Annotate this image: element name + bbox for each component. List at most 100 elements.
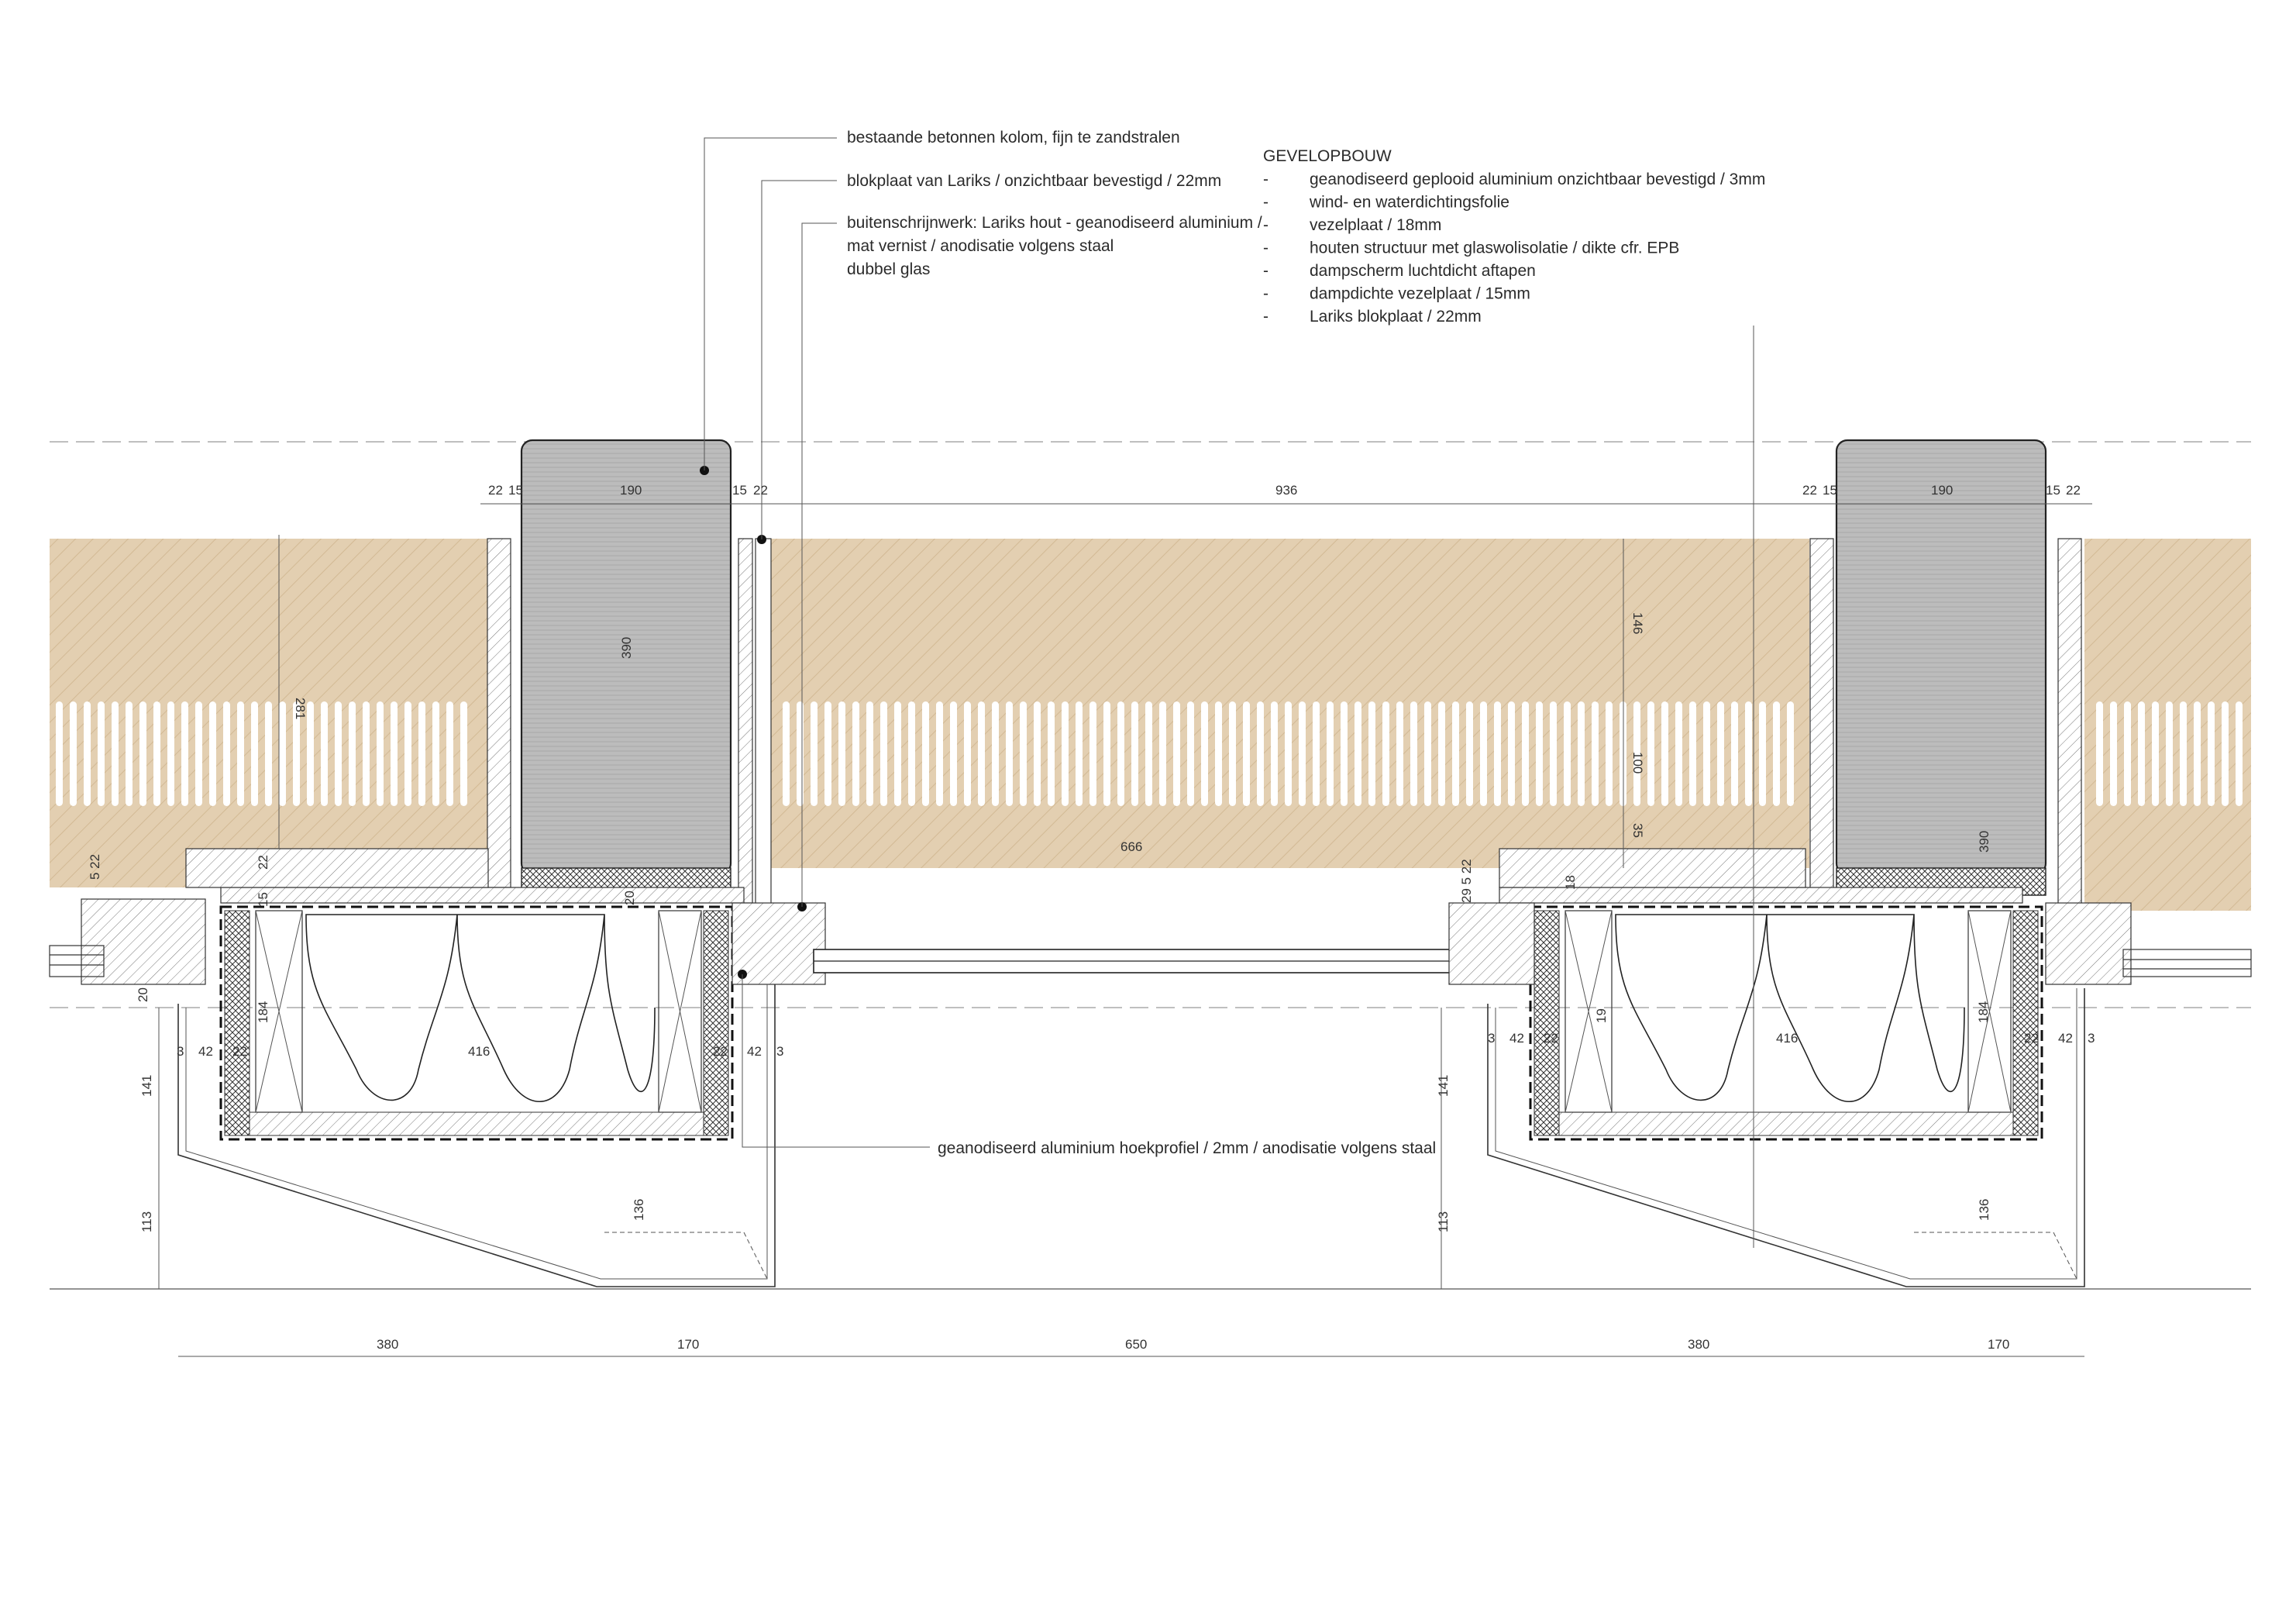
corner-profile-note: geanodiseerd aluminium hoekprofiel / 2mm… (938, 1139, 1436, 1157)
insulation-slot (1020, 701, 1027, 806)
insulation-slot (1550, 701, 1557, 806)
dim-42-c: 42 (1509, 1031, 1524, 1046)
insulation-slot (1187, 701, 1194, 806)
insulation-slot (1159, 701, 1166, 806)
insulation-slot (1703, 701, 1710, 806)
dimension-text: 22 15 190 15 22 936 22 15 190 15 22 390 … (88, 483, 2095, 1352)
insulation-slot (195, 701, 202, 806)
facade-layer-5: dampscherm luchtdicht aftapen (1310, 262, 1536, 280)
dim-22-d: 22 (2024, 1031, 2039, 1046)
dim-380-left: 380 (377, 1337, 398, 1352)
insulation-slot (894, 701, 901, 806)
insulation-slot (1076, 701, 1083, 806)
facade-layer-3: vezelplaat / 18mm (1310, 216, 1441, 234)
insulation-slot (1647, 701, 1654, 806)
insulation-slot (1759, 701, 1766, 806)
insulation-slot (2096, 701, 2103, 806)
insulation-slot (321, 701, 328, 806)
facade-buildup: GEVELOPBOUW -geanodiseerd geplooid alumi… (1263, 147, 1765, 326)
insulation-slot (418, 701, 425, 806)
dim-136-right: 136 (1977, 1199, 1991, 1221)
facade-layer-4: houten structuur met glaswolisolatie / d… (1310, 239, 1679, 257)
insulation-slot (237, 701, 244, 806)
insulation-slot (432, 701, 439, 806)
insulation-slot (824, 701, 831, 806)
insulation-slot (1313, 701, 1320, 806)
insulation-slot (1382, 701, 1389, 806)
facade-layer-bullet: - (1263, 194, 1268, 212)
insulation-slot (1327, 701, 1334, 806)
insulation-slot (1661, 701, 1668, 806)
dim-35: 35 (1630, 823, 1645, 838)
insulation-slot (1299, 701, 1306, 806)
facade-layer-bullet: - (1263, 262, 1268, 280)
insulation-slot (2194, 701, 2201, 806)
dim-3-c: 3 (1488, 1031, 1495, 1046)
insulation-slot (70, 701, 77, 806)
facade-layer-1: geanodiseerd geplooid aluminium onzichtb… (1310, 171, 1765, 188)
dim-190-left: 190 (620, 483, 642, 498)
insulation-slot (1103, 701, 1110, 806)
insulation-slot (404, 701, 411, 806)
insulation-slot (1438, 701, 1445, 806)
leader-lines (704, 137, 1754, 1248)
insulation-slot (783, 701, 790, 806)
insulation-slot (363, 701, 370, 806)
insulation-slot (1592, 701, 1599, 806)
dim-650: 650 (1125, 1337, 1147, 1352)
dim-416-left: 416 (468, 1044, 490, 1059)
insulation-slot (112, 701, 119, 806)
insulation-slot (922, 701, 929, 806)
insulation-slot (1243, 701, 1250, 806)
dim-3-d: 3 (2088, 1031, 2095, 1046)
column-note: bestaande betonnen kolom, fijn te zandst… (847, 129, 1180, 146)
column-right (1835, 439, 2047, 896)
insulation-slot (2152, 701, 2159, 806)
insulation-slot (1271, 701, 1278, 806)
dim-22-v: 22 (256, 855, 270, 870)
dim-15-right: 15 (1823, 483, 1837, 498)
joinery-note-line3: dubbel glas (847, 260, 930, 278)
dim-170-right: 170 (1988, 1337, 2009, 1352)
insulation-slot (2138, 701, 2145, 806)
insulation-slot (377, 701, 384, 806)
insulation-slot (293, 701, 300, 806)
insulation-slot (1787, 701, 1794, 806)
insulation-slot (1229, 701, 1236, 806)
column-cladding (487, 535, 2082, 911)
beam-box-left (185, 848, 745, 1141)
insulation-slot (1424, 701, 1431, 806)
insulation-slot (349, 701, 356, 806)
dim-141-right: 141 (1436, 1075, 1451, 1097)
beam-outline-right (1529, 905, 2043, 1141)
insulation-slot (852, 701, 859, 806)
insulation-slot (1355, 701, 1361, 806)
insulation-slot (2208, 701, 2215, 806)
insulation-slot (1494, 701, 1501, 806)
insulation-slot (908, 701, 915, 806)
insulation-slot (1145, 701, 1152, 806)
insulation-slot (1564, 701, 1571, 806)
insulation-slot (1089, 701, 1096, 806)
insulation-slot (209, 701, 216, 806)
dim-42-a: 42 (198, 1044, 213, 1059)
joinery-note-line1: buitenschrijnwerk: Lariks hout - geanodi… (847, 214, 1262, 232)
insulation-slot (1285, 701, 1292, 806)
insulation-slot (1675, 701, 1682, 806)
dim-136-left: 136 (632, 1199, 646, 1221)
dim-281: 281 (293, 698, 308, 719)
facade-layer-bullet: - (1263, 239, 1268, 257)
insulation-slot (98, 701, 105, 806)
dim-113-left: 113 (139, 1211, 154, 1232)
insulation-slot (1466, 701, 1473, 806)
dim-936: 936 (1275, 483, 1297, 498)
dim-20-left: 20 (136, 987, 150, 1002)
dim-15-right-b: 15 (2046, 483, 2060, 498)
dim-190-right: 190 (1931, 483, 1953, 498)
dim-184-left: 184 (256, 1001, 270, 1023)
insulation-slot (279, 701, 286, 806)
insulation-slot (1368, 701, 1375, 806)
insulation-slot (307, 701, 314, 806)
beam-outline-left (219, 905, 734, 1141)
insulation-slot (56, 701, 63, 806)
